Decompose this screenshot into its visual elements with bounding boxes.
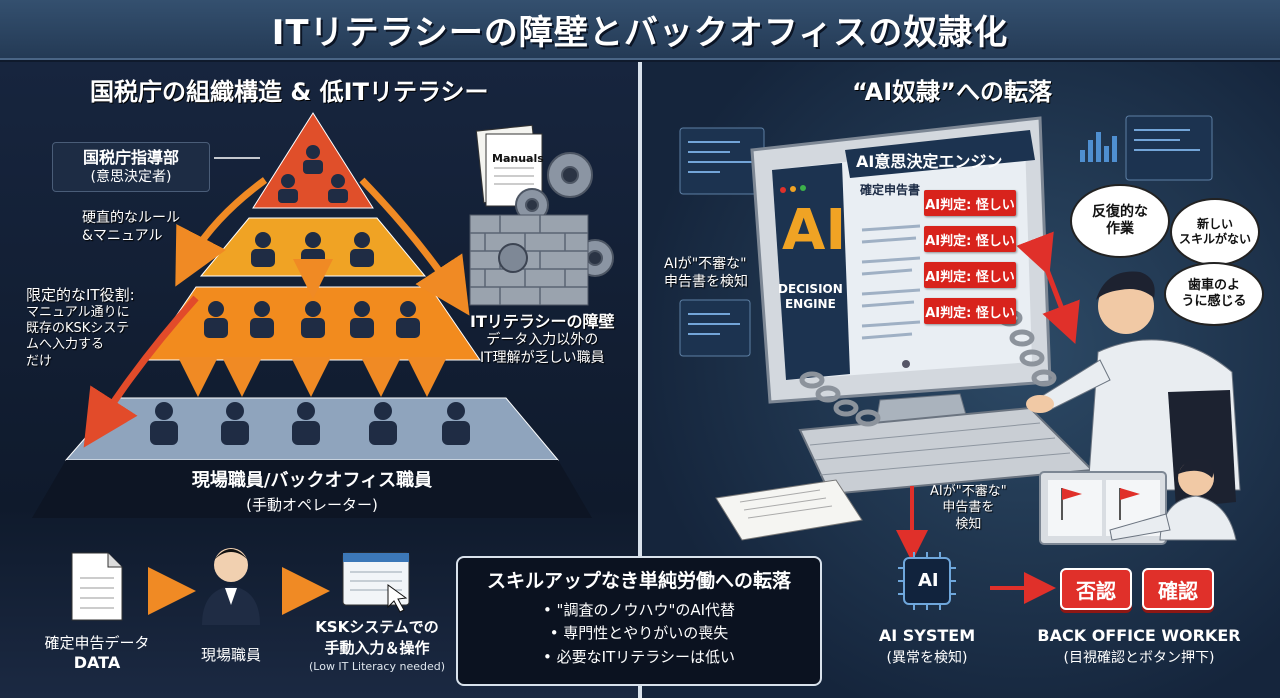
rules-label: 硬直的なルール &マニュアル xyxy=(82,210,180,245)
screen-engine-line1: DECISION xyxy=(778,282,843,296)
hq-label-box: 国税庁指導部 (意思決定者) xyxy=(52,142,210,192)
link-arrow xyxy=(1016,231,1080,345)
ai-flag-4: AI判定: 怪しい xyxy=(924,298,1016,324)
engine-title: AI意思決定エンジン xyxy=(856,152,1003,171)
flow-data-line2: DATA xyxy=(73,653,121,672)
bar-graph-icon xyxy=(1080,132,1117,162)
flow-ksk-line1: KSKシステムでの xyxy=(315,618,439,636)
flow-data-line1: 確定申告データ xyxy=(44,634,150,652)
reject-button[interactable]: 否認 xyxy=(1060,568,1132,610)
base-label: 現場職員/バックオフィス職員 (手動オペレーター) xyxy=(162,466,462,515)
rules-line2: &マニュアル xyxy=(82,227,163,244)
left-heading: 国税庁の組織構造 & 低ITリテラシー xyxy=(90,78,489,106)
bubble-3-line1: 歯車のよ xyxy=(1187,277,1240,293)
callout-box: スキルアップなき単純労働への転落 • "調査のノウハウ"のAI代替 • 専門性と… xyxy=(456,556,822,686)
barrier-label: ITリテラシーの障壁 データ入力以外の IT理解が乏しい職員 xyxy=(470,312,615,367)
thought-bubble-2: 新しいスキルがない xyxy=(1172,200,1258,264)
chain-icon xyxy=(799,309,1057,427)
pyramid-plinth xyxy=(32,460,592,518)
bubble-1-line2: 作業 xyxy=(1106,221,1134,237)
arrow-left-lower xyxy=(83,295,199,448)
rules-line1: 硬直的なルール xyxy=(82,210,180,226)
ai-chip-icon xyxy=(898,552,956,610)
bubble-3-line2: うに感じる xyxy=(1181,294,1247,309)
base-line2: (手動オペレーター) xyxy=(246,496,378,514)
callout-item-2: • 専門性とやりがいの喪失 xyxy=(549,624,729,643)
detect-center-line1: AIが"不審な" xyxy=(930,484,1007,499)
callout-title: スキルアップなき単純労働への転落 xyxy=(486,570,791,592)
limited-line4: ムへ入力する xyxy=(26,337,105,353)
flow-step-staff: 現場職員 xyxy=(186,642,276,665)
manuals-label: Manuals xyxy=(492,152,544,165)
screen-engine-line2: ENGINE xyxy=(784,297,836,311)
ai-system-line2: (異常を検知) xyxy=(886,650,968,666)
worker-line1: BACK OFFICE WORKER xyxy=(1037,626,1241,645)
hq-sublabel: (意思決定者) xyxy=(90,169,172,186)
detect-left-line1: AIが"不審な" xyxy=(664,256,747,272)
bubble-2-line2: スキルがない xyxy=(1178,232,1251,246)
middle-tier-people xyxy=(251,232,374,267)
arrow-left-upper xyxy=(175,177,268,287)
limited-line5: だけ xyxy=(26,353,53,369)
worker-figure-small xyxy=(1109,458,1237,541)
thought-bubble-1: 反復的な作業 xyxy=(1072,186,1168,256)
form-screen-icon xyxy=(342,552,410,613)
detect-center-line3: 検知 xyxy=(955,516,982,532)
flow-ksk-line3: (Low IT Literacy needed) xyxy=(308,660,446,673)
worker-caption: BACK OFFICE WORKER (目視確認とボタン押下) xyxy=(1034,626,1244,667)
brick-wall-icon xyxy=(469,214,589,306)
screen-engine-text: DECISION ENGINE xyxy=(778,282,843,312)
bubble-2-line1: 新しい xyxy=(1196,217,1233,231)
arrow-right-upper xyxy=(359,177,470,316)
ai-flag-3: AI判定: 怪しい xyxy=(924,262,1016,288)
limited-role-label: 限定的なIT役割: マニュアル通りに 既存のKSKシステ ムへ入力する だけ xyxy=(26,286,135,370)
person-icon xyxy=(202,548,260,625)
paper-stack xyxy=(715,479,863,541)
panel-divider xyxy=(638,62,642,698)
bubble-1-line1: 反復的な xyxy=(1092,203,1148,220)
ai-system-line1: AI SYSTEM xyxy=(878,626,976,645)
limited-line2: マニュアル通りに xyxy=(26,304,130,320)
top-tier-people xyxy=(278,145,348,203)
detect-center-label: AIが"不審な" 申告書を 検知 xyxy=(930,484,1007,533)
hq-label: 国税庁指導部 xyxy=(82,147,179,167)
barrier-line2: データ入力以外の xyxy=(486,332,599,348)
title-bar: ITリテラシーの障壁とバックオフィスの奴隷化 xyxy=(0,0,1280,60)
callout-item-3: • 必要なITリテラシーは低い xyxy=(543,647,735,666)
flow-staff-line1: 現場職員 xyxy=(200,646,261,664)
flow-step-data: 確定申告データ DATA xyxy=(22,630,172,672)
detect-center-line2: 申告書を xyxy=(942,500,995,516)
lower-tier-people xyxy=(204,301,420,338)
flow-step-ksk: KSKシステムでの 手動入力＆操作 (Low IT Literacy neede… xyxy=(292,616,462,673)
hand-cursor-icon xyxy=(387,584,408,613)
thought-bubble-3: 歯車のように感じる xyxy=(1166,264,1262,324)
base-tier-people xyxy=(150,402,470,445)
worker-line2: (目視確認とボタン押下) xyxy=(1063,650,1215,666)
down-arrows xyxy=(178,259,447,397)
base-line1: 現場職員/バックオフィス職員 xyxy=(191,470,433,491)
ai-flag-2: AI判定: 怪しい xyxy=(924,226,1016,252)
doc-label: 確定申告書 xyxy=(860,183,921,197)
document-icon xyxy=(71,552,123,621)
ai-flag-1: AI判定: 怪しい xyxy=(924,190,1016,216)
callout-item-1: • "調査のノウハウ"のAI代替 xyxy=(542,601,736,619)
page-title: ITリテラシーの障壁とバックオフィスの奴隷化 xyxy=(271,12,1009,53)
chip-label: AI xyxy=(918,570,939,591)
document-lines xyxy=(861,224,921,340)
flow-ksk-line2: 手動入力＆操作 xyxy=(324,639,430,657)
right-heading: “AI奴隷”への転落 xyxy=(852,78,1052,106)
limited-line3: 既存のKSKシステ xyxy=(26,321,130,336)
barrier-line1: ITリテラシーの障壁 xyxy=(470,312,615,331)
barrier-line3: IT理解が乏しい職員 xyxy=(479,349,605,366)
detect-left-line2: 申告書を検知 xyxy=(664,273,748,290)
ai-system-caption: AI SYSTEM (異常を検知) xyxy=(862,626,992,667)
detect-left-label: AIが"不審な" 申告書を検知 xyxy=(664,256,748,291)
confirm-button[interactable]: 確認 xyxy=(1142,568,1214,610)
limited-line1: 限定的なIT役割: xyxy=(26,286,135,304)
screen-ai-text: AI xyxy=(782,198,847,263)
